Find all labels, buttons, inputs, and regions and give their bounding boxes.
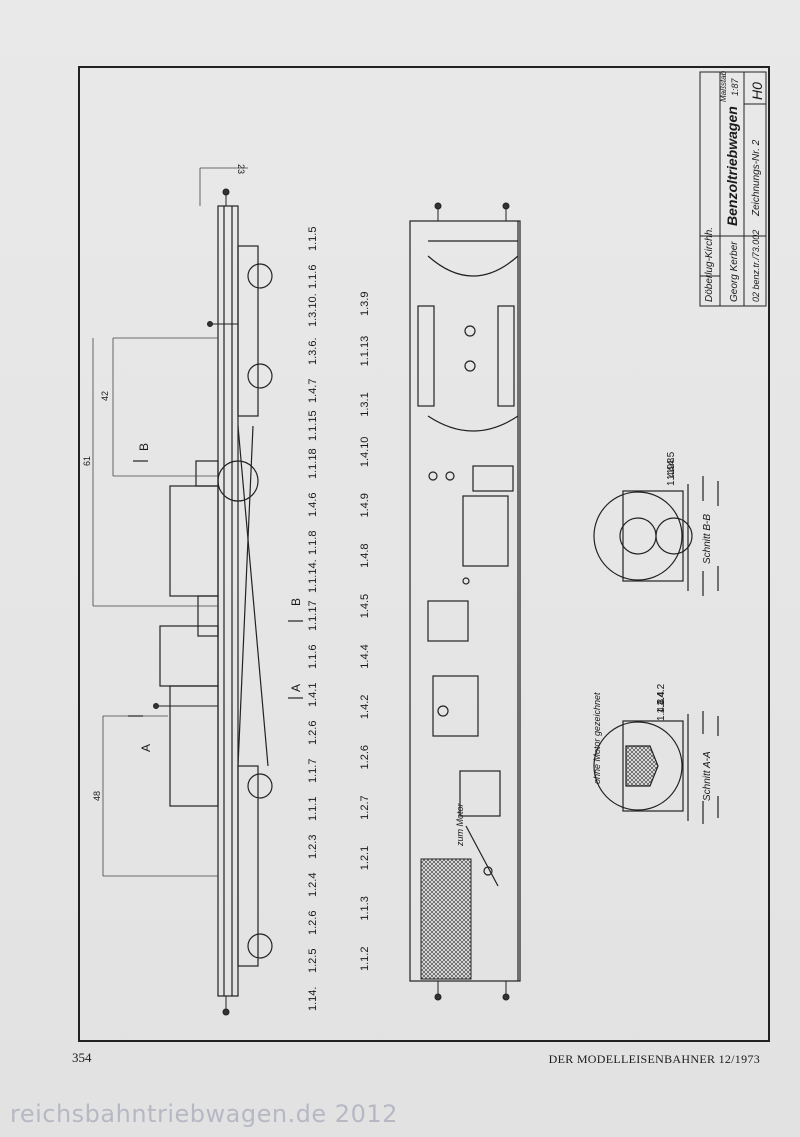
part-label: 1.2.3 [307, 835, 319, 859]
section-markers [128, 460, 303, 717]
part-label: 1.1.15 [307, 410, 319, 441]
section-bb [593, 476, 719, 596]
part-label: 1.1.17 [307, 600, 319, 631]
part-label: 1.2.6 [359, 745, 371, 769]
part-label: 1.4.3 [656, 698, 667, 721]
section-bb-title: Schnitt B-B [702, 514, 713, 564]
title-block-text: Benzoltriebwagen Zeichnungs-Nr. 2 Georg … [704, 70, 765, 302]
drawing-frame [78, 66, 770, 1042]
part-label: 1.4.8 [666, 457, 677, 480]
part-labels-right: 1.1.2 1.1.3 1.2.1 1.2.7 1.2.6 1.4.2 1.4.4 1.4.5… [359, 292, 371, 971]
part-label: 1.1.3 [359, 896, 371, 920]
publication-name: DER MODELLEISENBAHNER 12/1973 [548, 1052, 760, 1066]
dimension-lines [92, 167, 248, 877]
part-label: 1.2.7 [359, 795, 371, 819]
part-label: 1.4.8 [359, 543, 371, 567]
gauge-label: H0 [749, 82, 765, 100]
part-label: 1.2.6 [307, 721, 319, 745]
part-label: 1.4.9 [359, 493, 371, 517]
part-label: 1.2.6 [307, 911, 319, 935]
plan-view [409, 220, 521, 982]
part-label: 1.4.2 [359, 695, 371, 719]
scale-value: 1:87 [730, 77, 740, 96]
ohne-motor-note: ohne Motor gezeichnet [592, 692, 602, 784]
part-label: 1.1.18 [307, 448, 319, 479]
technical-drawing: Benzoltriebwagen Zeichnungs-Nr. 2 Georg … [82, 70, 767, 1016]
dimension-23: 23 [236, 164, 246, 174]
part-label: 1.1.14. [307, 559, 319, 593]
part-label: 1.14. [307, 987, 319, 1011]
part-label: 1.4.5 [666, 451, 677, 474]
part-label: 1.2.5 [307, 949, 319, 973]
part-label: 1.1.1 [307, 797, 319, 821]
part-label: 1.4.7 [307, 379, 319, 403]
dimension-61: 61 [82, 456, 92, 466]
plan-view-hatch [420, 858, 472, 980]
zum-motor-note: zum Motor [455, 802, 465, 847]
section-aa-title: Schnitt A-A [702, 751, 713, 801]
scale-label: Maßstab [719, 70, 728, 102]
drawing-author: Georg Kerber [729, 241, 740, 302]
part-label: 1.1.7 [307, 759, 319, 783]
part-label: 1.4.6 [307, 493, 319, 517]
part-label: 1.1.13 [359, 336, 371, 367]
part-label: 1.4.4 [359, 644, 371, 668]
marker-b-left: B [137, 443, 151, 451]
part-label: 1.4.10 [359, 437, 371, 468]
part-label: 1.2.1 [359, 846, 371, 870]
part-label: 1.1.6 [307, 265, 319, 289]
watermark: reichsbahntriebwagen.de 2012 [10, 1100, 398, 1128]
drawing-title: Benzoltriebwagen [724, 106, 740, 226]
part-label: 1.4.4 [656, 691, 667, 714]
part-label: 1.1.2 [359, 947, 371, 971]
section-aa [593, 711, 719, 824]
part-label: 1.4.9 [666, 463, 677, 486]
side-elevation [159, 205, 273, 997]
marker-b-right: B [289, 598, 303, 606]
drawing-code: 02 benz.tr./73.002 [751, 230, 761, 302]
marker-a-left: A [139, 744, 153, 752]
dimension-42: 42 [100, 391, 110, 401]
section-aa-labels: 1.4.21.4.41.4.3 [656, 683, 667, 721]
part-label: 1.3.9 [359, 292, 371, 316]
plan-view-ends [434, 202, 510, 1001]
dimension-48: 48 [92, 791, 102, 801]
marker-a-right: A [289, 684, 303, 692]
page-number: 354 [72, 1050, 92, 1065]
part-labels-left: 1.14. 1.2.5 1.2.6 1.2.4 1.2.3 1.1.1 1.1.7 1.2.6… [307, 227, 319, 1011]
part-label: 1.4.1 [307, 683, 319, 707]
part-label: 1.4.5 [359, 594, 371, 618]
part-label: 1.3.1 [359, 392, 371, 416]
section-bb-labels: 1.4.51.4.81.4.9 [666, 451, 677, 486]
part-label: 1.3.6. [307, 337, 319, 365]
drawing-location: Döberlug-Kirchh. [704, 227, 715, 302]
side-elevation-ends [153, 188, 238, 1016]
part-label: 1.1.6 [307, 645, 319, 669]
title-block [699, 71, 767, 307]
part-label: 1.3.10. [307, 293, 319, 327]
part-label: 1.1.5 [307, 227, 319, 251]
part-label: 1.1.8 [307, 531, 319, 555]
part-label: 1.2.4 [307, 873, 319, 897]
drawing-number: Zeichnungs-Nr. 2 [751, 139, 762, 217]
part-label: 1.4.2 [656, 683, 667, 706]
